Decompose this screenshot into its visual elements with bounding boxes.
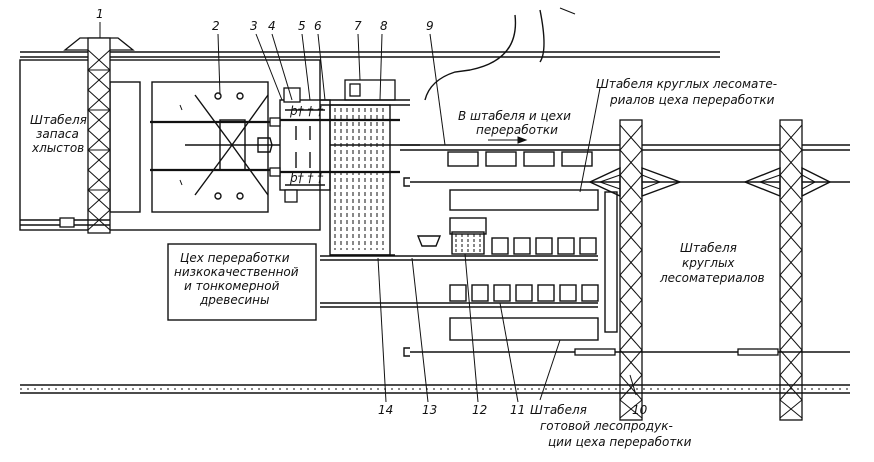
svg-text:и тонкомерной: и тонкомерной xyxy=(184,279,280,293)
stack-row-3 xyxy=(320,284,599,341)
callout-3: 3 xyxy=(250,19,258,33)
svg-text:готовой лесопродук-: готовой лесопродук- xyxy=(540,419,673,433)
callout-2: 2 xyxy=(212,19,220,33)
svg-text:запаса: запаса xyxy=(36,127,79,141)
road-tick xyxy=(559,7,576,15)
svg-text:Штабеля: Штабеля xyxy=(680,241,737,255)
finished-stacks-label: Штабеля готовой лесопродук- ции цеха пер… xyxy=(530,403,692,449)
callout-numbers: 1 2 3 4 5 6 7 8 9 10 11 12 13 14 xyxy=(96,7,648,417)
round-stacks-right-label: Штабеля круглых лесоматериалов xyxy=(659,241,765,285)
round-stacks-top-label: Штабеля круглых лесомате- риалов цеха пе… xyxy=(596,77,777,107)
svg-text:круглых: круглых xyxy=(682,256,735,270)
callout-13: 13 xyxy=(422,403,437,417)
svg-text:Штабеля круглых лесомате-: Штабеля круглых лесомате- xyxy=(596,77,777,91)
svg-text:лесоматериалов: лесоматериалов xyxy=(659,271,765,285)
saw-units: ϸ† † † ϸ† † † xyxy=(269,87,420,203)
svg-text:хлыстов: хлыстов xyxy=(31,141,84,155)
low-grade-shop-label: Цех переработки низкокачественной и тонк… xyxy=(174,251,299,307)
stack-row-2 xyxy=(320,217,598,261)
svg-text:ции цеха переработки: ции цеха переработки xyxy=(548,435,692,449)
callout-14: 14 xyxy=(378,403,393,417)
svg-text:В штабеля и цехи: В штабеля и цехи xyxy=(458,109,571,123)
stack-row-1 xyxy=(447,151,593,167)
gantry-crane-10 xyxy=(588,119,832,421)
top-track xyxy=(20,51,720,58)
road-curve xyxy=(424,14,517,101)
svg-text:ϸ† † †: ϸ† † † xyxy=(289,171,324,185)
gantry-crane-1 xyxy=(63,37,135,234)
svg-text:древесины: древесины xyxy=(199,293,269,307)
building-outline xyxy=(19,59,321,231)
low-grade-shop xyxy=(167,243,317,321)
svg-text:низкокачественной: низкокачественной xyxy=(174,265,299,279)
reserve-stacks-label: Штабеля запаса хлыстов xyxy=(30,113,87,155)
callout-11: 11 xyxy=(510,403,525,417)
callout-1: 1 xyxy=(96,7,104,21)
callout-4: 4 xyxy=(268,19,276,33)
transverse-conveyor xyxy=(320,79,410,256)
bottom-railway xyxy=(20,384,850,394)
lower-track xyxy=(403,347,850,357)
callout-8: 8 xyxy=(380,19,388,33)
svg-text:Штабеля: Штабеля xyxy=(530,403,587,417)
svg-text:переработки: переработки xyxy=(476,123,558,137)
callout-9: 9 xyxy=(426,19,434,33)
delimbing-machine xyxy=(150,81,280,213)
callout-7: 7 xyxy=(354,19,362,33)
svg-text:Цех переработки: Цех переработки xyxy=(180,251,290,265)
building-inner xyxy=(109,81,141,213)
callout-5: 5 xyxy=(298,19,306,33)
callout-10: 10 xyxy=(632,403,648,417)
svg-text:Штабеля: Штабеля xyxy=(30,113,87,127)
to-stacks-label: В штабеля и цехи переработки xyxy=(458,109,571,137)
left-track xyxy=(20,217,110,228)
road-curve-2 xyxy=(539,9,545,63)
callout-12: 12 xyxy=(472,403,487,417)
leader-lines xyxy=(99,22,637,403)
svg-text:ϸ† † †: ϸ† † † xyxy=(289,104,324,118)
callout-6: 6 xyxy=(314,19,322,33)
svg-text:риалов цеха переработки: риалов цеха переработки xyxy=(609,93,775,107)
